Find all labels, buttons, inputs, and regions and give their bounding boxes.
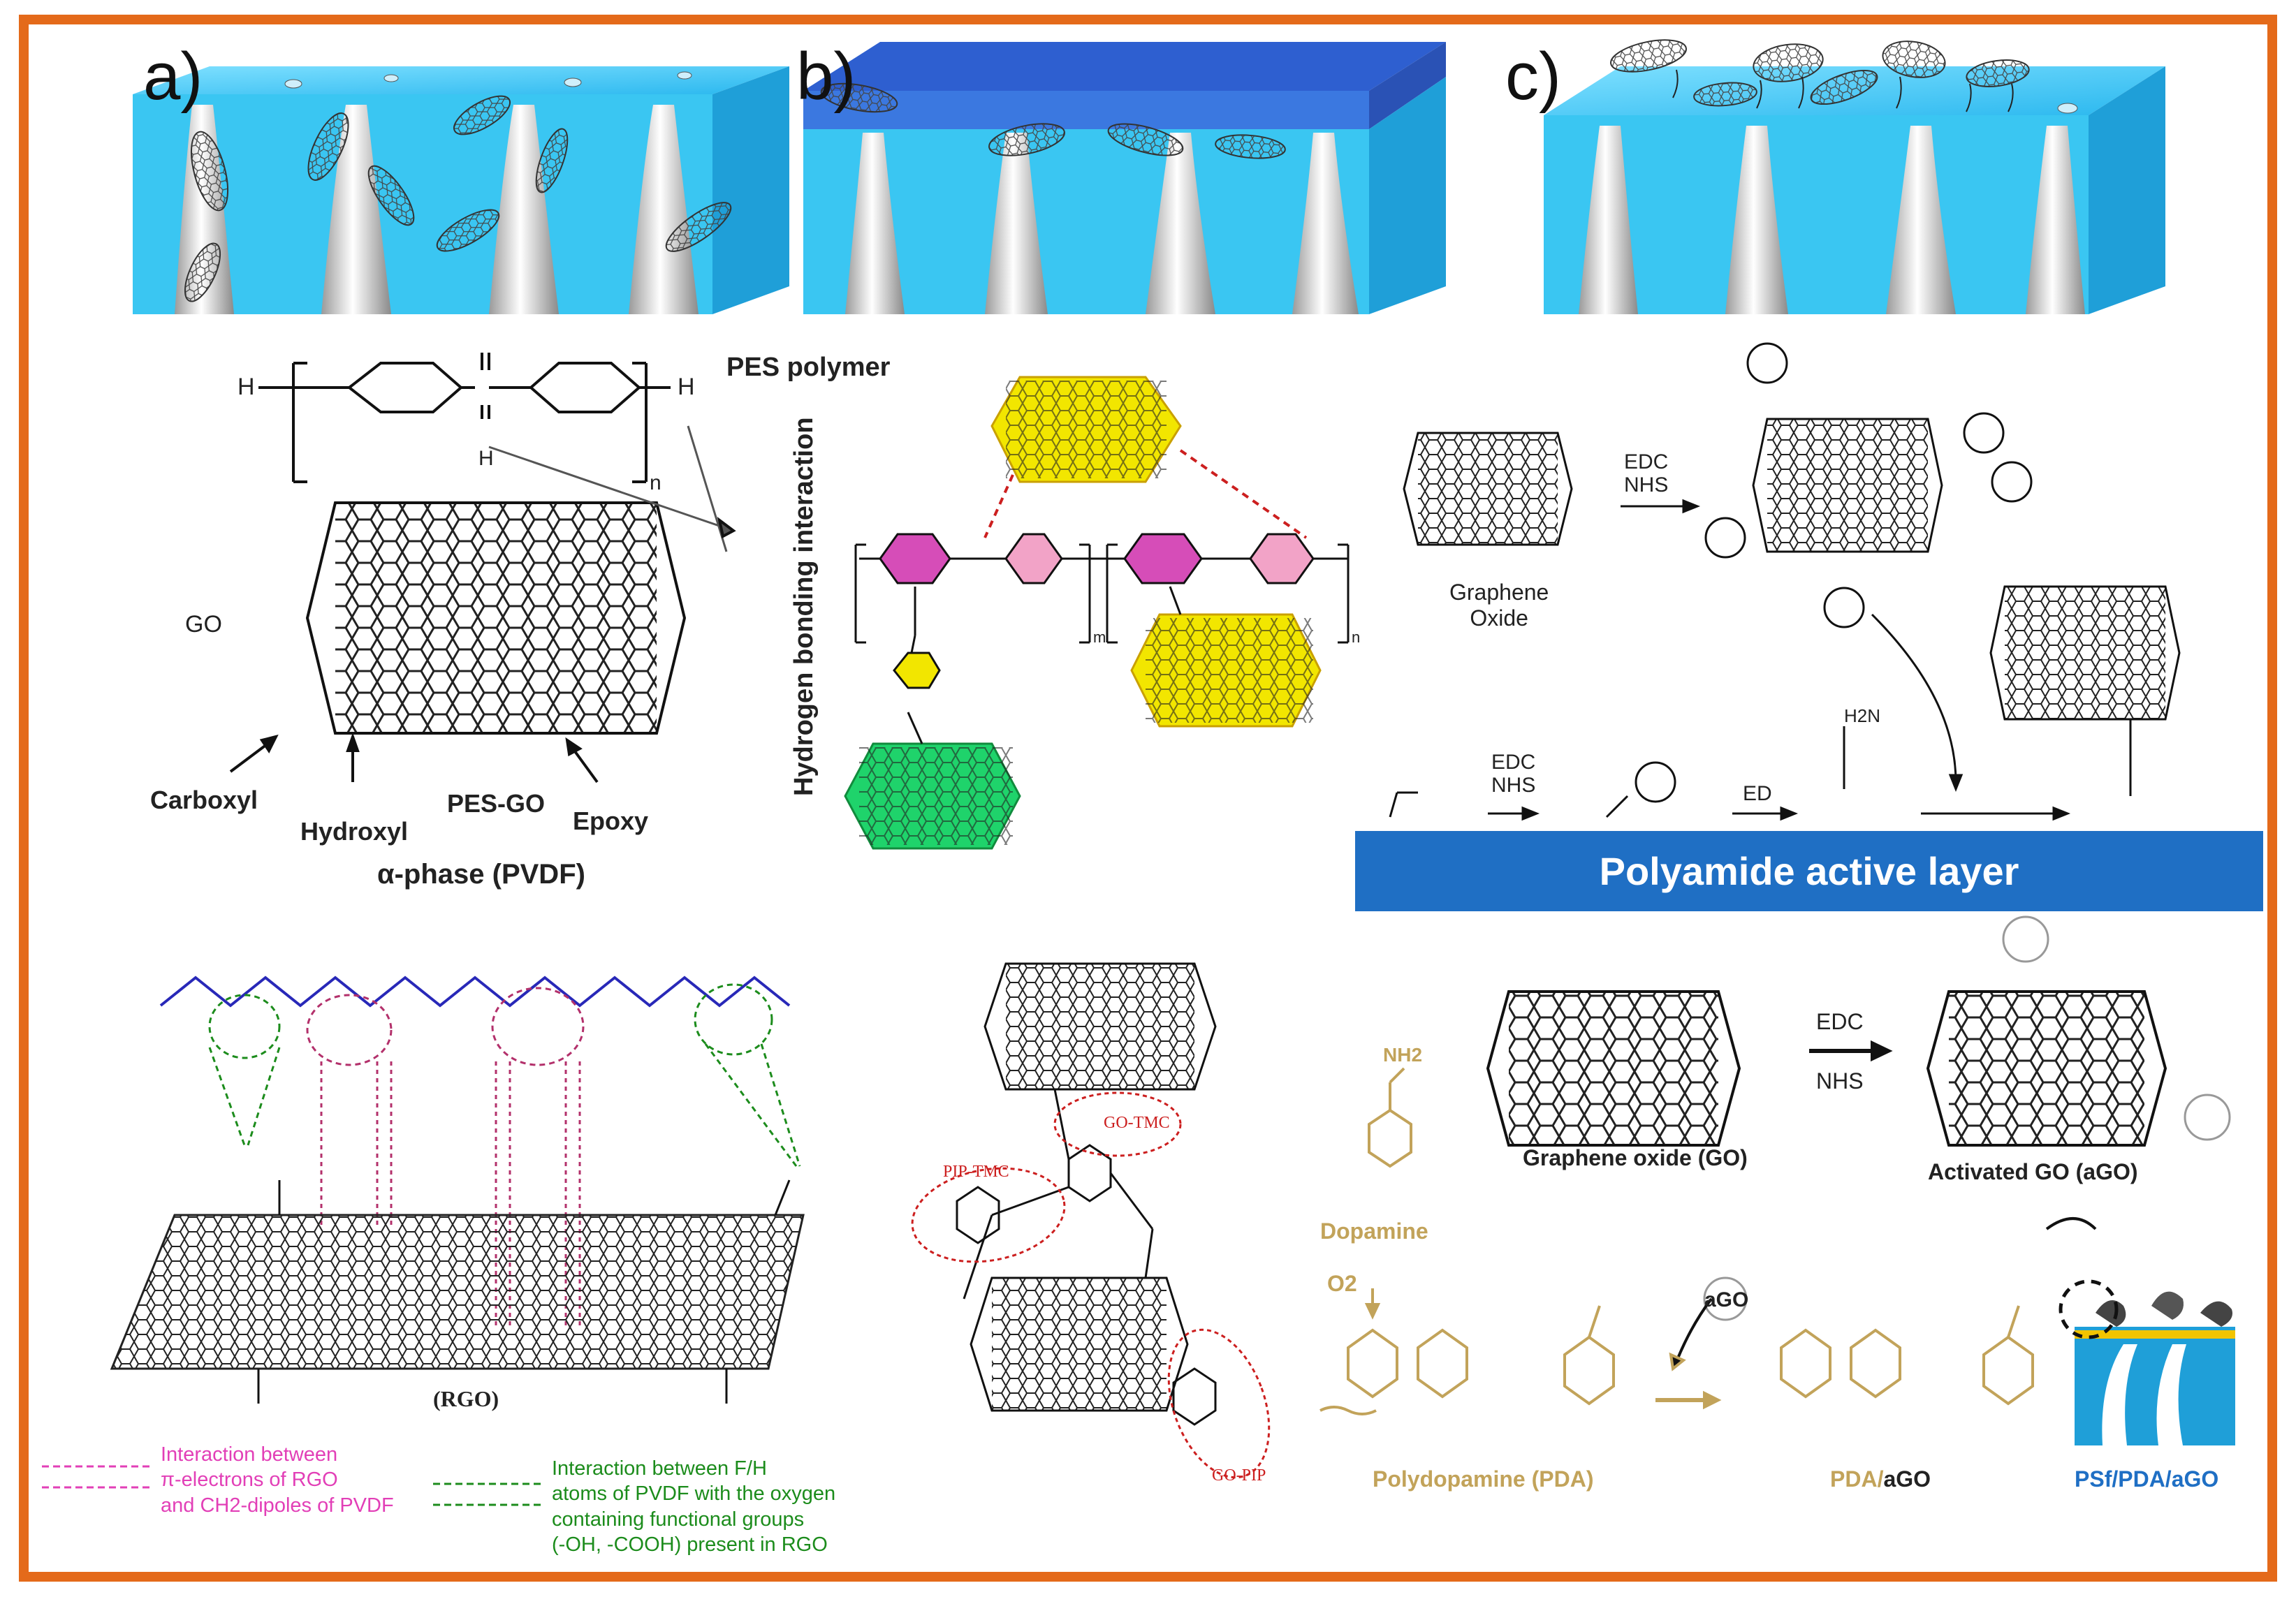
legend-pink-text: Interaction between π-electrons of RGO a… xyxy=(161,1443,394,1517)
membrane-c xyxy=(1544,39,2165,314)
h2n-label: H2N xyxy=(1844,705,1881,726)
hbond-n: n xyxy=(1352,628,1361,646)
panel-label-b: b) xyxy=(796,39,856,114)
nh2-label: NH2 xyxy=(1383,1044,1423,1066)
edc-nhs-top-label: EDC NHS xyxy=(1624,450,1669,496)
alpha-phase-label: α-phase (PVDF) xyxy=(377,859,585,890)
pvdf-legend-lines xyxy=(42,1465,541,1506)
pes-h-bond: H xyxy=(478,447,494,470)
nhs-label: NHS xyxy=(1816,1068,1864,1094)
psf-pda-ago-label: PSf/PDA/aGO xyxy=(2075,1466,2219,1492)
activated-go-label: Activated GO (aGO) xyxy=(1928,1159,2138,1184)
go-label: GO xyxy=(185,611,222,638)
pda-ago-label: PDA/aGO xyxy=(1830,1466,1931,1492)
pes-go-label: PES-GO xyxy=(447,789,546,818)
membrane-a xyxy=(133,66,789,314)
pda-scheme xyxy=(1319,1067,2034,1415)
go-pip-label: GO-PIP xyxy=(1212,1466,1266,1485)
hydrogen-bonding-label: Hydrogen bonding interaction xyxy=(789,417,819,796)
psf-membrane-icon xyxy=(2045,1217,2235,1445)
carboxyl-label: Carboxyl xyxy=(150,786,258,814)
pes-h-right: H xyxy=(678,374,695,400)
panel-label-c: c) xyxy=(1505,39,1561,114)
pes-polymer-label: PES polymer xyxy=(726,353,891,382)
ago-reagent-label: aGO xyxy=(1704,1288,1749,1311)
pes-go-structure xyxy=(229,353,736,783)
legend-green-text: Interaction between F/H atoms of PVDF wi… xyxy=(552,1457,836,1556)
ago-scheme xyxy=(1486,915,2231,1321)
membrane-b xyxy=(803,42,1446,314)
o2-label: O2 xyxy=(1327,1271,1357,1296)
edc-nhs-scheme xyxy=(1389,342,2181,821)
dopamine-label: Dopamine xyxy=(1320,1219,1428,1244)
rgo-label: (RGO) xyxy=(433,1386,499,1411)
ed-label: ED xyxy=(1743,782,1772,805)
rgo-sheet xyxy=(110,1179,805,1404)
pes-h-left: H xyxy=(237,374,255,400)
edc-label: EDC xyxy=(1816,1009,1864,1034)
pda-ago-suffix: aGO xyxy=(1883,1466,1931,1492)
hydrogen-bond-scheme xyxy=(844,376,1350,850)
graphene-oxide-go-label: Graphene oxide (GO) xyxy=(1523,1145,1748,1170)
hbond-m: m xyxy=(1093,628,1106,646)
polyamide-active-layer-bar: Polyamide active layer xyxy=(1355,831,2263,911)
polydopamine-label: Polydopamine (PDA) xyxy=(1373,1466,1594,1492)
edc-nhs-bottom-label: EDC NHS xyxy=(1491,751,1536,797)
figure-frame xyxy=(19,15,2277,1582)
pda-ago-prefix: PDA/ xyxy=(1830,1466,1884,1492)
graphene-oxide-label: Graphene Oxide xyxy=(1449,580,1549,631)
go-tmc-label: GO-TMC xyxy=(1104,1114,1170,1132)
hydroxyl-label: Hydroxyl xyxy=(300,817,409,846)
go-pip-tmc-structure xyxy=(911,962,1271,1479)
epoxy-label: Epoxy xyxy=(573,807,649,835)
panel-label-a: a) xyxy=(143,39,203,114)
pes-repeat-n: n xyxy=(650,471,661,494)
pip-tmc-label: PIP-TMC xyxy=(943,1163,1009,1181)
